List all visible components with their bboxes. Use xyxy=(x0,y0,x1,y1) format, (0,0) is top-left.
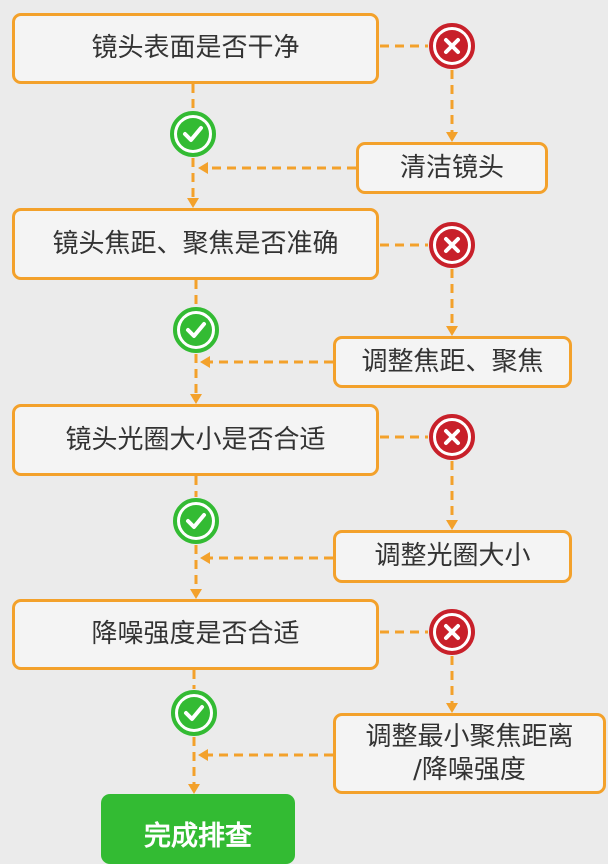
arrowhead xyxy=(446,703,458,713)
x-circle-icon xyxy=(428,608,476,656)
fix-box-2: 调整焦距、聚焦 xyxy=(333,336,572,388)
check-box-4: 降噪强度是否合适 xyxy=(12,599,379,670)
fix-label-line-2: /降噪强度 xyxy=(413,754,526,785)
check-label: 降噪强度是否合适 xyxy=(91,619,300,650)
arrowhead xyxy=(200,356,210,368)
check-label: 镜头表面是否干净 xyxy=(91,33,300,64)
fix-box-3: 调整光圈大小 xyxy=(333,530,572,583)
arrowhead xyxy=(188,784,200,794)
check-circle-icon xyxy=(170,689,218,737)
check-circle-icon xyxy=(172,306,220,354)
fix-label-line-1: 调整最小聚焦距离 xyxy=(365,722,574,752)
check-label: 镜头光圈大小是否合适 xyxy=(65,424,326,455)
check-box-1: 镜头表面是否干净 xyxy=(12,13,379,84)
check-circle-icon xyxy=(172,497,220,545)
check-box-2: 镜头焦距、聚焦是否准确 xyxy=(12,208,379,280)
fix-label: 调整焦距、聚焦 xyxy=(361,346,544,377)
check-box-3: 镜头光圈大小是否合适 xyxy=(12,404,379,476)
arrowhead xyxy=(446,326,458,336)
arrowhead xyxy=(198,162,208,174)
x-circle-icon xyxy=(428,413,476,461)
arrowhead xyxy=(187,198,199,208)
arrowhead xyxy=(198,749,208,761)
fix-label: 调整光圈大小 xyxy=(374,541,531,572)
arrowhead xyxy=(446,132,458,142)
final-label: 完成排查 xyxy=(144,821,252,852)
fix-box-1: 清洁镜头 xyxy=(356,142,548,194)
check-circle-icon xyxy=(169,110,217,158)
final-step-box: 完成排查 xyxy=(101,794,295,864)
x-circle-icon xyxy=(428,22,476,70)
fix-label: 调整最小聚焦距离 /降噪强度 xyxy=(365,721,573,786)
arrowhead xyxy=(200,552,210,564)
x-circle-icon xyxy=(428,221,476,269)
fix-box-4: 调整最小聚焦距离 /降噪强度 xyxy=(333,713,606,794)
arrowhead xyxy=(446,520,458,530)
check-label: 镜头焦距、聚焦是否准确 xyxy=(52,228,339,259)
arrowhead xyxy=(190,589,202,599)
arrowhead xyxy=(190,394,202,404)
fix-label: 清洁镜头 xyxy=(399,152,504,183)
